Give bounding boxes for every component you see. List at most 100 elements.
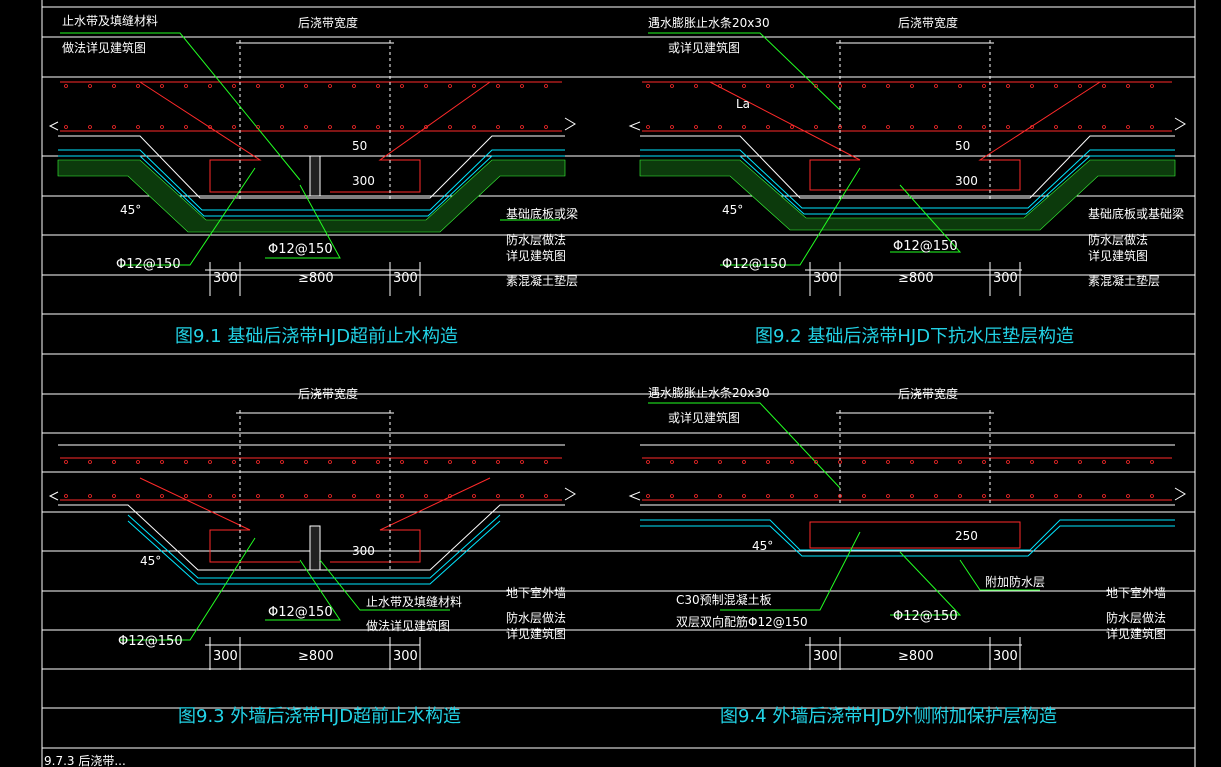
rebar-dot <box>280 460 284 464</box>
dim-300-vertical: 300 <box>955 174 978 188</box>
rebar-label-b: Φ12@150 <box>268 605 333 620</box>
rebar-leader-b <box>265 184 341 259</box>
rebar-dot <box>232 84 236 88</box>
rebar-dot <box>790 84 794 88</box>
rebar-dot <box>766 460 770 464</box>
dim-middle: ≥800 <box>898 649 934 664</box>
rebar-dot <box>790 125 794 129</box>
rebar-dot <box>934 84 938 88</box>
rebar-dot <box>1078 494 1082 498</box>
water-stop-note-a: 遇水膨胀止水条20x30 <box>648 16 770 30</box>
rebar-dot <box>1054 125 1058 129</box>
dim-250: 250 <box>955 529 978 543</box>
figure-9-4: 后浇带宽度 遇水膨胀止水条20x30 或详见建筑图 250 45° 附加防水层 … <box>628 386 1186 727</box>
plate-leader <box>720 531 861 611</box>
rebar-dot <box>520 125 524 129</box>
rebar-dot <box>472 125 476 129</box>
figure-9-3: 后浇带宽度 300 45° Φ12@150 Φ12@150 止水带及填缝材料 做… <box>48 386 576 727</box>
rebar-dot <box>814 125 818 129</box>
rebar-label-a: Φ12@150 <box>116 257 181 272</box>
rebar-dot <box>112 460 116 464</box>
figure-9-2: 后浇带宽度 遇水膨胀止水条20x30 或详见建筑图 La 50 300 45° … <box>628 15 1186 347</box>
rebar-dot <box>958 494 962 498</box>
rebar-dot <box>424 84 428 88</box>
rebar-dot <box>544 84 548 88</box>
concrete-cushion-layer <box>57 159 566 233</box>
rebar-dot <box>670 494 674 498</box>
rebar-dot <box>982 125 986 129</box>
footer-text: 9.7.3 后浇带... <box>44 754 126 767</box>
rebar-dot <box>376 460 380 464</box>
waterproof-layer-2 <box>640 155 1175 215</box>
rebar-bent-left <box>709 81 950 191</box>
dim-50: 50 <box>352 139 367 153</box>
rebar-dot <box>64 84 68 88</box>
rebar-dot <box>838 125 842 129</box>
rebar-dot <box>694 84 698 88</box>
plate-label-a: C30预制混凝土板 <box>676 592 772 607</box>
rebar-dot <box>256 494 260 498</box>
rebar-dot <box>352 84 356 88</box>
rebar-dot <box>112 125 116 129</box>
rebar-dot <box>814 460 818 464</box>
rebar-leader-a <box>120 167 256 266</box>
rebar-dot <box>400 460 404 464</box>
rebar-dot <box>376 125 380 129</box>
rebar-dot <box>1006 84 1010 88</box>
dim-left: 300 <box>213 271 238 286</box>
rebar-dot <box>136 125 140 129</box>
rebar-dot <box>1102 125 1106 129</box>
waterproof-layer-1 <box>640 149 1175 209</box>
angle-label: 45° <box>752 539 773 553</box>
rebar-dot <box>400 494 404 498</box>
note-leader <box>648 32 841 111</box>
rebar-dot <box>718 460 722 464</box>
rebar-label-b: Φ12@150 <box>893 239 958 254</box>
extra-layer-label: 附加防水层 <box>985 574 1045 589</box>
rebar-dot <box>694 125 698 129</box>
rebar-label: Φ12@150 <box>893 609 958 624</box>
legend-item: 详见建筑图 <box>506 248 566 263</box>
rebar-dot <box>280 494 284 498</box>
rebar-dot <box>232 460 236 464</box>
rebar-dot <box>838 494 842 498</box>
rebar-dot <box>934 125 938 129</box>
rebar-dot <box>424 494 428 498</box>
dim-middle: ≥800 <box>298 649 334 664</box>
rebar-dot <box>790 494 794 498</box>
rebar-dot <box>64 494 68 498</box>
rebar-dot <box>1006 494 1010 498</box>
rebar-label-b: Φ12@150 <box>268 242 333 257</box>
rebar-dot <box>1102 84 1106 88</box>
rebar-leader-b <box>890 184 962 253</box>
legend-item: 防水层做法 <box>506 610 566 625</box>
rebar-dot <box>88 125 92 129</box>
rebar-dot <box>646 494 650 498</box>
rebar-dot <box>742 494 746 498</box>
dim-middle: ≥800 <box>898 271 934 286</box>
anchor-length-label: La <box>736 97 750 111</box>
rebar-dot <box>520 460 524 464</box>
figure-caption: 图9.4 外墙后浇带HJD外侧附加保护层构造 <box>720 706 1057 727</box>
rebar-dot <box>448 84 452 88</box>
rebar-dot <box>136 460 140 464</box>
rebar-dot <box>208 125 212 129</box>
rebar-dot <box>304 125 308 129</box>
rebar-dot <box>838 460 842 464</box>
rebar-bent-left <box>139 477 300 563</box>
rebar-dot <box>64 460 68 464</box>
rebar-dot <box>718 125 722 129</box>
rebar-dot <box>64 125 68 129</box>
rebar-dot <box>184 494 188 498</box>
rebar-dot <box>718 84 722 88</box>
rebar-dot <box>886 125 890 129</box>
rebar-dot <box>1030 125 1034 129</box>
rebar-dot <box>1078 125 1082 129</box>
rebar-dot <box>934 460 938 464</box>
rebar-label-a: Φ12@150 <box>118 634 183 649</box>
rebar-dot <box>1030 84 1034 88</box>
water-stop <box>309 155 321 197</box>
rebar-dot <box>1102 460 1106 464</box>
rebar-dot <box>814 494 818 498</box>
rebar-dot <box>424 460 428 464</box>
